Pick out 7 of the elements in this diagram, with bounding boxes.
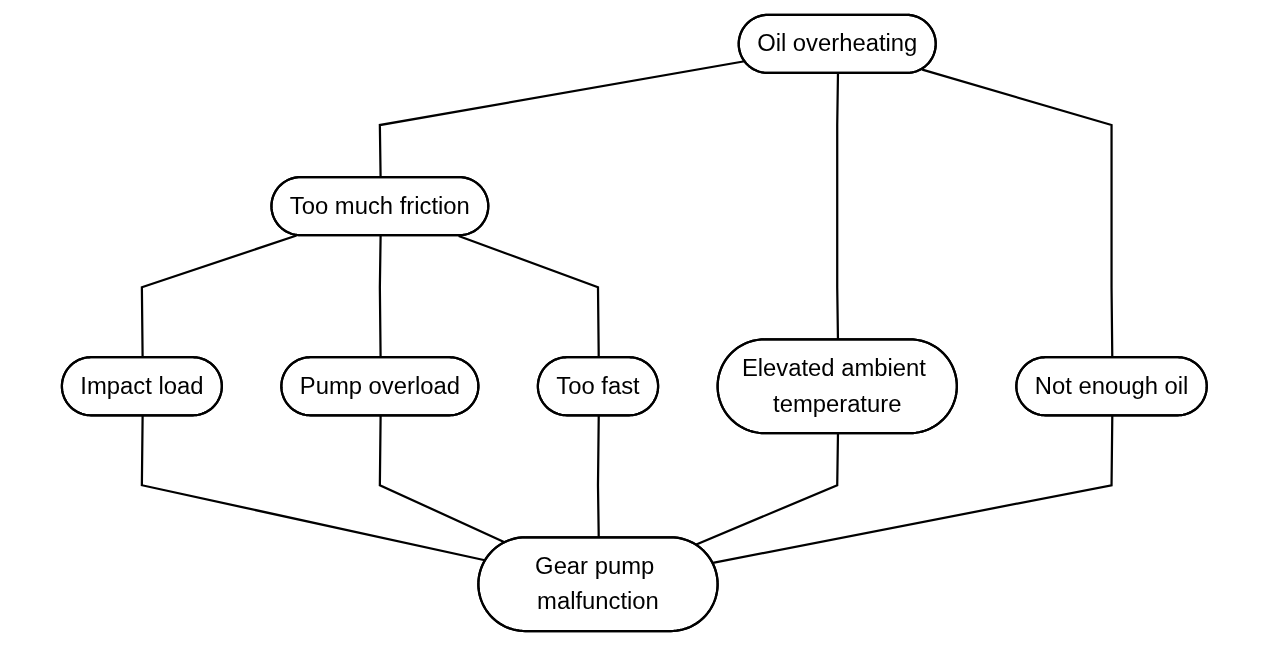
connector	[712, 416, 1114, 565]
connector	[378, 60, 745, 178]
connector	[458, 234, 600, 358]
connector	[140, 234, 298, 358]
connector	[378, 235, 382, 358]
connector	[695, 433, 840, 546]
connector	[922, 68, 1114, 358]
